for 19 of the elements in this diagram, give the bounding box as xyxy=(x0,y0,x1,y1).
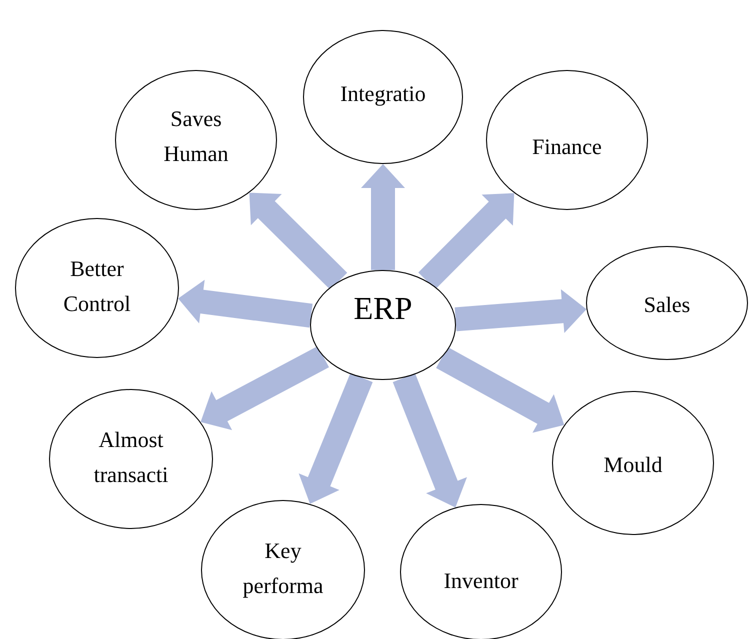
block-arrow xyxy=(436,347,564,433)
block-arrow xyxy=(200,346,329,430)
block-arrow xyxy=(392,373,467,508)
node-label: Almost transacti xyxy=(92,426,170,489)
block-arrow xyxy=(454,289,586,333)
node-label: Integratio xyxy=(339,80,427,108)
node-label: Saves Human xyxy=(162,105,230,168)
node-label: Finance xyxy=(531,133,603,161)
block-arrow xyxy=(418,193,514,290)
node-label: Inventor xyxy=(442,567,520,595)
block-arrow xyxy=(298,373,373,504)
node-label: Better Control xyxy=(62,255,132,318)
node-label: Key performa xyxy=(242,537,324,600)
node-label: Sales xyxy=(642,291,692,319)
block-arrow xyxy=(249,192,348,290)
node-label: Mould xyxy=(602,451,664,479)
block-arrow xyxy=(361,164,405,270)
node-label: ERP xyxy=(352,291,414,326)
block-arrow xyxy=(178,280,313,328)
